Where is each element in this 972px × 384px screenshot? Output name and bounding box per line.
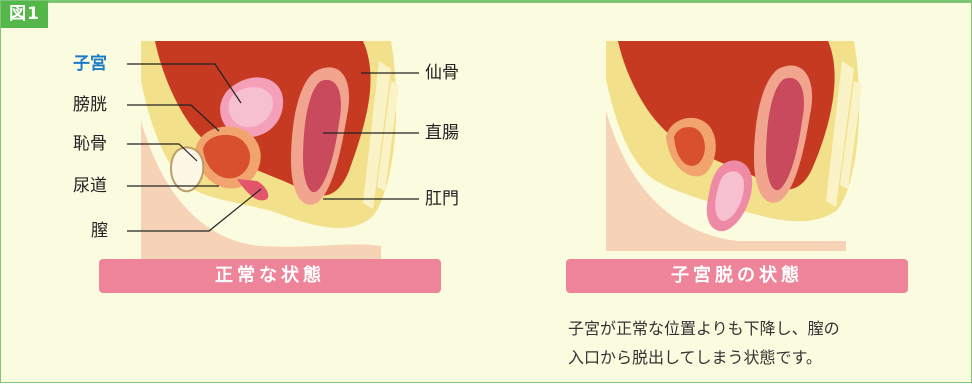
caption-normal: 正常な状態: [99, 259, 441, 293]
description-line-1: 子宮が正常な位置よりも下降し、膣の: [568, 314, 928, 343]
label-sacrum: 仙骨: [425, 63, 459, 83]
caption-prolapse: 子宮脱の状態: [566, 259, 908, 293]
label-vagina: 膣: [91, 221, 108, 241]
label-urethra: 尿道: [73, 176, 107, 196]
label-rectum: 直腸: [425, 123, 459, 143]
prolapse-description: 子宮が正常な位置よりも下降し、膣の 入口から脱出してしまう状態です。: [568, 314, 928, 372]
prolapse-pelvis-illustration: [606, 41, 866, 251]
label-uterus: 子宮: [73, 54, 107, 74]
label-pubis: 恥骨: [73, 134, 107, 154]
label-anus: 肛門: [425, 189, 459, 209]
label-bladder: 膀胱: [73, 95, 107, 115]
description-line-2: 入口から脱出してしまう状態です。: [568, 343, 928, 372]
